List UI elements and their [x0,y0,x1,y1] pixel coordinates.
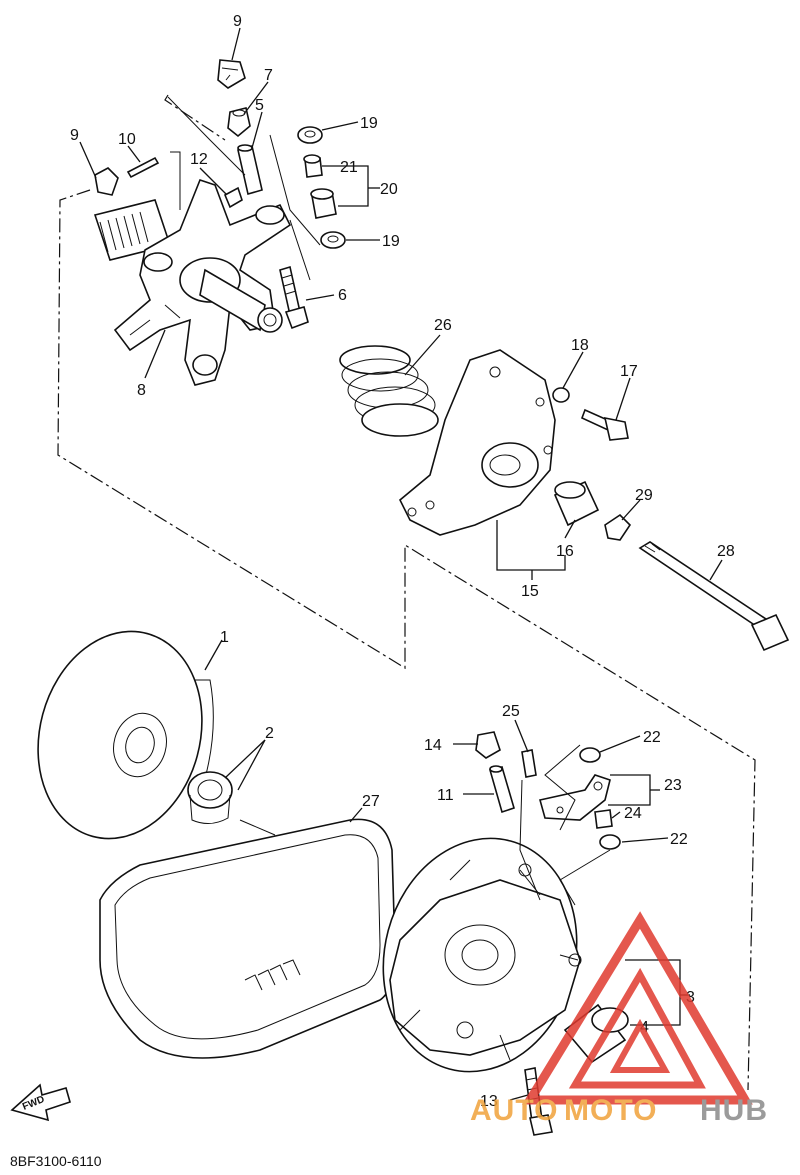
part-26-spring [339,345,439,437]
watermark-auto-text: AUTO [470,1094,558,1127]
part-18-washer [552,387,570,403]
callout-25: 25 [502,703,520,720]
part-22-washer-top [579,747,601,763]
part-22-washer-bottom [599,834,621,850]
watermark-moto-text: MOTO [564,1094,657,1127]
callout-1: 1 [220,629,229,646]
part-10-pin [126,156,160,179]
part-code: 8BF3100-6110 [10,1153,102,1169]
watermark-hub-text: HUB [700,1094,768,1127]
callout-12: 12 [190,151,208,168]
callout-23: 23 [664,777,682,794]
callout-16: 16 [556,543,574,560]
callout-29: 29 [635,487,653,504]
part-12-bolt [223,186,243,209]
callout-7: 7 [264,67,273,84]
callout-22-bottom: 22 [670,831,688,848]
callout-18: 18 [571,337,589,354]
part-1-fixed-sheave [37,630,214,840]
callout-19-bottom: 19 [382,233,400,250]
part-24-roller [594,809,613,829]
callout-19-top: 19 [360,115,378,132]
part-15-cover [399,349,556,536]
part-28-bolt [638,541,790,652]
callout-26: 26 [434,317,452,334]
part-2-collar [187,771,233,824]
callout-9-top: 9 [233,13,242,30]
part-6-bolt [279,265,309,330]
callout-3: 3 [686,989,695,1006]
part-27-belt [99,818,396,1059]
part-3-movable-sheave [382,837,582,1073]
callout-9-left: 9 [70,127,79,144]
leader-lines [79,27,723,1101]
callout-8: 8 [137,382,146,399]
callout-20: 20 [380,181,398,198]
part-7-nut [227,107,251,138]
part-25-pin [521,749,537,778]
part-14-nut [475,731,501,759]
callout-6: 6 [338,287,347,304]
part-8-spider-hub [93,179,292,386]
callout-24: 24 [624,805,642,822]
part-5-collar [237,144,263,196]
callout-14: 14 [424,737,442,754]
callout-27: 27 [362,793,380,810]
automotohub-watermark-logo: AUTO MOTO HUB [470,911,768,1127]
part-16-bushing [553,480,600,527]
part-21-bushing [303,154,323,178]
callout-13: 13 [480,1093,498,1110]
assembly-boundary-lines [57,94,756,1091]
part-9-slider-top [217,59,246,89]
callout-5: 5 [255,97,264,114]
callout-15: 15 [521,583,539,600]
part-19-washer-bottom [320,231,346,249]
fwd-arrow-icon: FWD [10,1083,71,1122]
callout-22-top: 22 [643,729,661,746]
part-11-collar [489,765,515,814]
callout-28: 28 [717,543,735,560]
part-19-washer-top [297,126,323,144]
part-17-bolt [580,408,629,441]
part-29-clip [604,513,632,541]
part-20-roller [310,188,337,219]
callout-11: 11 [437,787,454,804]
part-23-weight-arm [539,774,611,821]
callout-2: 2 [265,725,274,742]
callout-10: 10 [118,131,136,148]
callout-21: 21 [340,159,358,176]
part-9-slider-left [94,167,119,196]
callout-17: 17 [620,363,638,380]
